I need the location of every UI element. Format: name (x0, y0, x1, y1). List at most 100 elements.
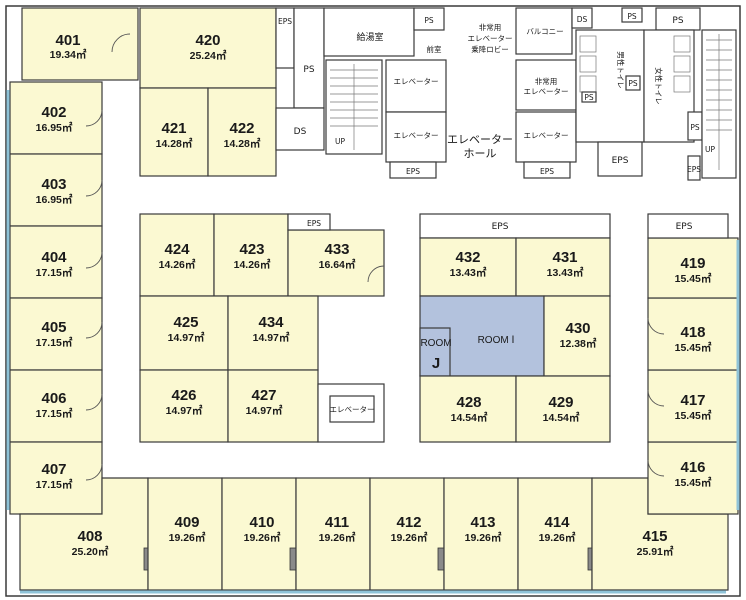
room-404[interactable]: 404 17.15㎡ (9, 225, 103, 299)
svg-text:14.97㎡: 14.97㎡ (166, 404, 203, 417)
svg-text:EPS: EPS (540, 167, 554, 176)
room-425[interactable]: 425 14.97㎡ (139, 295, 229, 371)
room-409[interactable]: 409 19.26㎡ (147, 477, 223, 591)
svg-text:エレベーター: エレベーター (468, 34, 513, 43)
svg-text:ROOM Ⅰ: ROOM Ⅰ (478, 335, 515, 346)
svg-text:12.38㎡: 12.38㎡ (560, 337, 597, 350)
room-405[interactable]: 405 17.15㎡ (9, 297, 103, 371)
svg-text:25.91㎡: 25.91㎡ (637, 545, 674, 558)
svg-text:16.95㎡: 16.95㎡ (36, 121, 73, 134)
svg-text:14.97㎡: 14.97㎡ (253, 331, 290, 344)
svg-text:408: 408 (77, 528, 102, 545)
svg-text:404: 404 (41, 249, 67, 266)
svg-text:EPS: EPS (612, 156, 629, 166)
room-429[interactable]: 429 14.54㎡ (515, 375, 611, 443)
svg-text:432: 432 (455, 249, 480, 266)
room-433[interactable]: 433 16.64㎡ (287, 229, 385, 297)
svg-text:25.20㎡: 25.20㎡ (72, 545, 109, 558)
room-428[interactable]: 428 14.54㎡ (419, 375, 517, 443)
svg-text:女性トイレ: 女性トイレ (654, 67, 664, 105)
svg-text:15.45㎡: 15.45㎡ (675, 409, 712, 422)
svg-text:19.26㎡: 19.26㎡ (465, 531, 502, 544)
svg-text:412: 412 (396, 514, 421, 531)
svg-text:EPS: EPS (687, 165, 701, 174)
svg-text:バルコニー: バルコニー (526, 27, 563, 36)
room-420[interactable]: 420 25.24㎡ (139, 7, 277, 89)
svg-text:426: 426 (171, 387, 196, 404)
svg-text:EPS: EPS (492, 222, 509, 232)
room-422[interactable]: 422 14.28㎡ (207, 87, 277, 177)
svg-text:14.97㎡: 14.97㎡ (168, 331, 205, 344)
room-413[interactable]: 413 19.26㎡ (443, 477, 519, 591)
room-434[interactable]: 434 14.97㎡ (227, 295, 319, 371)
room-j[interactable]: ROOM J (419, 327, 452, 377)
room-406[interactable]: 406 17.15㎡ (9, 369, 103, 443)
svg-text:14.26㎡: 14.26㎡ (234, 258, 271, 271)
room-424[interactable]: 424 14.26㎡ (139, 213, 215, 297)
svg-text:418: 418 (680, 324, 705, 341)
svg-text:434: 434 (258, 314, 284, 331)
svg-text:414: 414 (544, 514, 570, 531)
svg-text:エレベーター: エレベーター (447, 133, 513, 146)
room-418[interactable]: 418 15.45㎡ (647, 297, 739, 371)
room-419[interactable]: 419 15.45㎡ (647, 237, 739, 299)
room-414[interactable]: 414 19.26㎡ (517, 477, 603, 591)
svg-text:417: 417 (680, 392, 705, 409)
room-421[interactable]: 421 14.28㎡ (139, 87, 209, 177)
svg-text:429: 429 (548, 394, 573, 411)
room-411[interactable]: 411 19.26㎡ (295, 477, 371, 591)
svg-text:15.45㎡: 15.45㎡ (675, 341, 712, 354)
room-431[interactable]: 431 13.43㎡ (515, 237, 611, 297)
svg-text:19.26㎡: 19.26㎡ (244, 531, 281, 544)
svg-text:17.15㎡: 17.15㎡ (36, 407, 73, 420)
svg-text:DS: DS (577, 15, 588, 24)
svg-text:前室: 前室 (427, 44, 442, 54)
room-402[interactable]: 402 16.95㎡ (9, 81, 103, 155)
room-432[interactable]: 432 13.43㎡ (419, 237, 517, 297)
svg-text:425: 425 (173, 314, 198, 331)
room-430[interactable]: 430 12.38㎡ (543, 295, 611, 377)
svg-text:16.95㎡: 16.95㎡ (36, 193, 73, 206)
elevator-small: エレベーター (317, 383, 385, 443)
svg-text:420: 420 (195, 32, 220, 49)
svg-text:EPS: EPS (676, 222, 693, 232)
svg-text:405: 405 (41, 319, 66, 336)
svg-text:17.15㎡: 17.15㎡ (36, 336, 73, 349)
svg-text:407: 407 (41, 461, 66, 478)
svg-text:エレベーター: エレベーター (394, 131, 439, 140)
room-416[interactable]: 416 15.45㎡ (647, 441, 739, 515)
svg-text:UP: UP (705, 145, 715, 154)
svg-text:19.26㎡: 19.26㎡ (391, 531, 428, 544)
svg-text:PS: PS (424, 16, 434, 25)
svg-text:416: 416 (680, 459, 705, 476)
svg-text:非常用: 非常用 (479, 22, 502, 32)
svg-text:男性トイレ: 男性トイレ (616, 51, 626, 89)
svg-text:非常用: 非常用 (535, 76, 558, 86)
room-417[interactable]: 417 15.45㎡ (647, 369, 739, 443)
svg-text:14.54㎡: 14.54㎡ (543, 411, 580, 424)
eps-right: EPS (647, 213, 729, 239)
room-415[interactable]: 415 25.91㎡ (591, 477, 729, 591)
eps-inner-left: EPS (287, 213, 331, 231)
svg-text:428: 428 (456, 394, 481, 411)
svg-text:422: 422 (229, 120, 254, 137)
svg-text:410: 410 (249, 514, 274, 531)
svg-text:19.26㎡: 19.26㎡ (169, 531, 206, 544)
svg-text:PS: PS (690, 123, 700, 132)
svg-text:409: 409 (174, 514, 199, 531)
room-427[interactable]: 427 14.97㎡ (227, 369, 319, 443)
room-426[interactable]: 426 14.97㎡ (139, 369, 229, 443)
room-407[interactable]: 407 17.15㎡ (9, 441, 103, 515)
svg-text:エレベーター: エレベーター (330, 405, 375, 414)
svg-text:433: 433 (324, 241, 349, 258)
room-401[interactable]: 401 19.34㎡ (21, 7, 139, 81)
svg-text:19.26㎡: 19.26㎡ (539, 531, 576, 544)
room-423[interactable]: 423 14.26㎡ (213, 213, 289, 297)
svg-text:EPS: EPS (307, 219, 321, 228)
svg-text:DS: DS (294, 127, 307, 137)
svg-text:エレベーター: エレベーター (394, 77, 439, 86)
svg-text:ホール: ホール (464, 147, 497, 160)
room-410[interactable]: 410 19.26㎡ (221, 477, 305, 591)
room-412[interactable]: 412 19.26㎡ (369, 477, 453, 591)
room-403[interactable]: 403 16.95㎡ (9, 153, 103, 227)
